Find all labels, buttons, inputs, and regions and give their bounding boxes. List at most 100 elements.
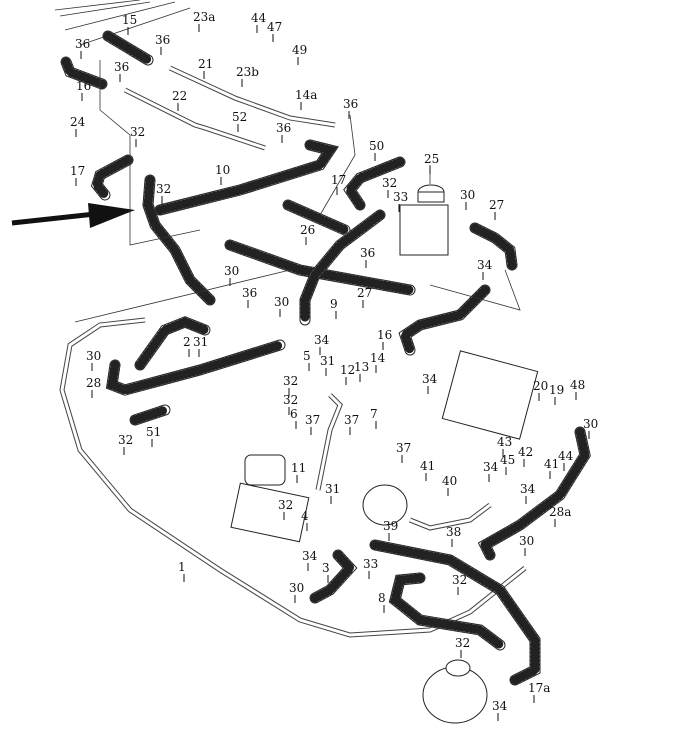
callout-30: 30 <box>86 349 102 363</box>
callout-34: 34 <box>477 258 493 272</box>
callout-22: 22 <box>172 89 188 103</box>
callout-40: 40 <box>442 474 458 488</box>
callout-44: 44 <box>558 449 574 463</box>
guide-lines <box>74 60 521 323</box>
callout-27: 27 <box>489 198 505 212</box>
callout-45: 45 <box>500 453 516 467</box>
callout-34: 34 <box>422 372 438 386</box>
callout-52: 52 <box>232 110 248 124</box>
callout-13: 13 <box>354 360 370 374</box>
callout-31: 31 <box>325 482 341 496</box>
callout-9: 9 <box>330 297 338 311</box>
callout-2: 2 <box>183 335 191 349</box>
callout-1: 1 <box>178 560 186 574</box>
callout-30: 30 <box>460 188 476 202</box>
hose-3 <box>309 549 358 604</box>
callout-14a: 14a <box>295 88 318 102</box>
leader-lines <box>75 24 590 721</box>
callout-5: 5 <box>303 349 311 363</box>
callout-30: 30 <box>289 581 305 595</box>
callout-32: 32 <box>130 125 146 139</box>
callout-36: 36 <box>242 286 258 300</box>
callout-44: 44 <box>251 11 267 25</box>
callout-25: 25 <box>424 152 440 166</box>
hose-50 <box>343 156 406 211</box>
hose-16-lower <box>398 284 491 356</box>
hose-9 <box>299 209 386 326</box>
callout-36: 36 <box>75 37 91 51</box>
hose-51 <box>129 404 171 426</box>
hose-26 <box>282 199 351 236</box>
callout-37: 37 <box>344 413 360 427</box>
coolant-reservoir-assembly <box>230 350 539 724</box>
hose-15 <box>102 30 154 66</box>
callout-37: 37 <box>305 413 321 427</box>
callout-51: 51 <box>146 425 162 439</box>
callout-32: 32 <box>455 636 471 650</box>
callout-39: 39 <box>383 519 399 533</box>
callout-32: 32 <box>156 182 172 196</box>
callout-33: 33 <box>393 190 409 204</box>
callout-14: 14 <box>370 351 386 365</box>
callout-34: 34 <box>314 333 330 347</box>
callout-4: 4 <box>301 509 309 523</box>
callout-30: 30 <box>519 534 535 548</box>
hose-17a <box>369 539 541 686</box>
callout-24: 24 <box>70 115 86 129</box>
pipe-22 <box>123 87 266 151</box>
callout-31: 31 <box>320 354 336 368</box>
callout-17: 17 <box>331 173 347 187</box>
hose-16 <box>60 56 108 90</box>
hose-28 <box>105 339 286 396</box>
callout-41: 41 <box>420 459 436 473</box>
callout-34: 34 <box>302 549 318 563</box>
callout-21: 21 <box>198 57 214 71</box>
callout-10: 10 <box>215 163 231 177</box>
hose-27 <box>224 222 518 296</box>
thermostat-housing-25 <box>399 165 449 256</box>
callout-6: 6 <box>290 407 298 421</box>
callout-36: 36 <box>155 33 171 47</box>
callout-30: 30 <box>224 264 240 278</box>
hose-28a <box>477 426 591 561</box>
pointer-arrow <box>11 203 135 228</box>
callout-19: 19 <box>549 383 565 397</box>
callout-32: 32 <box>283 393 299 407</box>
callout-20: 20 <box>533 379 549 393</box>
callout-47: 47 <box>267 20 283 34</box>
callout-50: 50 <box>369 139 385 153</box>
hose-10 <box>142 139 339 306</box>
callout-43: 43 <box>497 435 513 449</box>
callout-32: 32 <box>452 573 468 587</box>
callout-28a: 28a <box>549 505 572 519</box>
pipe-21 <box>168 65 336 128</box>
callout-32: 32 <box>382 176 398 190</box>
callout-30: 30 <box>583 417 599 431</box>
callout-11: 11 <box>291 461 307 475</box>
pipe-38 <box>409 503 492 531</box>
callout-32: 32 <box>118 433 134 447</box>
callout-15: 15 <box>122 13 138 27</box>
callout-16: 16 <box>377 328 393 342</box>
callout-17a: 17a <box>528 681 551 695</box>
hose-8 <box>388 572 506 651</box>
callout-16: 16 <box>76 79 92 93</box>
callout-26: 26 <box>300 223 316 237</box>
callout-42: 42 <box>518 445 534 459</box>
callout-48: 48 <box>570 378 586 392</box>
callout-30: 30 <box>274 295 290 309</box>
callout-32: 32 <box>278 498 294 512</box>
callout-8: 8 <box>378 591 386 605</box>
callout-23a: 23a <box>193 10 216 24</box>
callout-38: 38 <box>446 525 462 539</box>
callout-36: 36 <box>114 60 130 74</box>
callout-34: 34 <box>520 482 536 496</box>
callout-12: 12 <box>340 363 356 377</box>
callout-36: 36 <box>360 246 376 260</box>
hose-2 <box>134 316 211 371</box>
callout-41: 41 <box>544 457 560 471</box>
callout-49: 49 <box>292 43 308 57</box>
callout-3: 3 <box>322 561 330 575</box>
hose-17 <box>90 154 134 201</box>
